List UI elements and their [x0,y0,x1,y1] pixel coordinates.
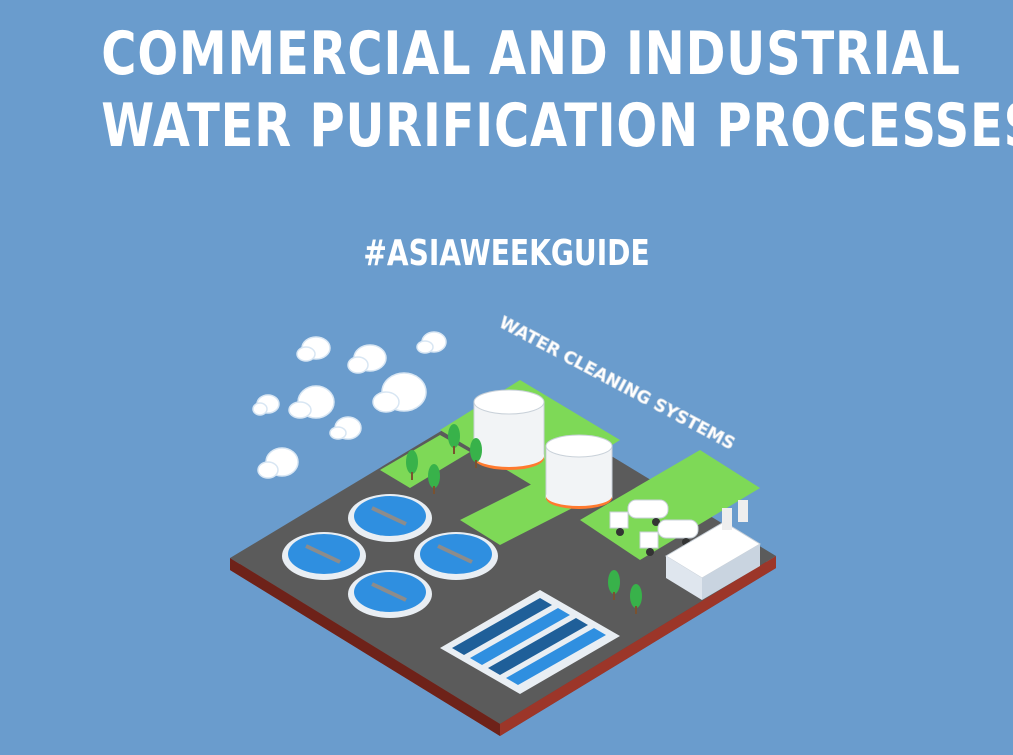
cloud-icon [347,344,387,374]
storage-tank [545,434,613,509]
cloud-icon [288,385,335,419]
tree-icon [448,424,460,454]
tree-icon [406,450,418,480]
clarifier-tank [282,532,366,580]
clarifier-tanks [282,494,498,618]
cloud-icon [252,394,280,416]
tanker-trucks [609,499,699,556]
clarifier-tank [414,532,498,580]
truck-icon [609,499,669,536]
storage-tanks [473,389,613,509]
water-treatment-plant-illustration: WATER CLEANING SYSTEMS [230,312,776,736]
cloud-icon [257,447,299,479]
clarifier-tank [348,494,432,542]
filtration-basins [440,590,620,694]
storage-tank [473,389,545,470]
cloud-icon [296,336,331,362]
title-line-1: COMMERCIAL AND INDUSTRIAL [101,19,961,89]
cloud-icon [329,416,362,440]
title-line-2: WATER PURIFICATION PROCESSES [101,91,1013,161]
clouds-group [252,331,447,479]
trees [406,424,642,614]
page-title: COMMERCIAL AND INDUSTRIAL WATER PURIFICA… [101,18,1013,162]
truck-icon [639,519,699,556]
cloud-icon [416,331,447,354]
tree-icon [428,464,440,494]
tree-icon [470,438,482,468]
tree-icon [630,584,642,614]
tree-icon [608,570,620,600]
cloud-icon [372,372,427,413]
hashtag-label: #ASIAWEEKGUIDE [363,233,650,274]
clarifier-tank [348,570,432,618]
pumping-building [665,500,761,600]
